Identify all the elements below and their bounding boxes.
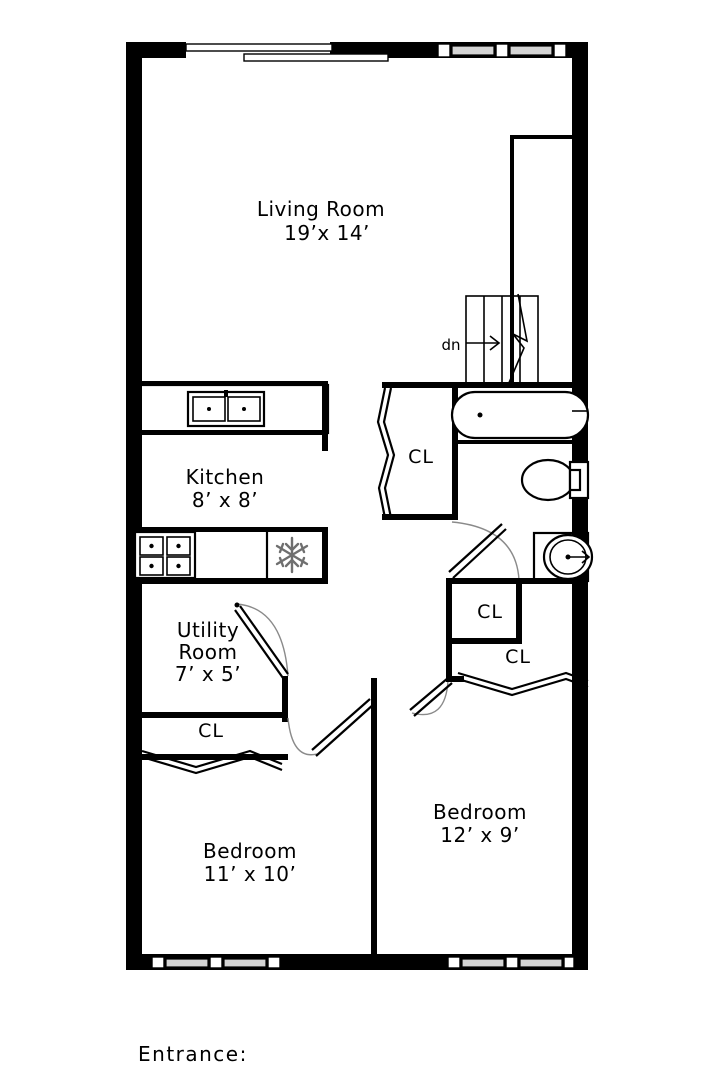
bedroom-divider-wall [371,678,377,958]
closet-bedroom-rear: CL [446,638,531,682]
closet-bedroom-front: CL [130,720,288,760]
door-bathroom[interactable] [448,521,520,581]
bathtub [450,390,590,444]
vanity-sink [532,531,594,583]
door-bedroom-rear[interactable] [409,677,453,717]
living-room-label: Living Room [257,197,385,221]
window-bottom-left [151,956,281,969]
refrigerator [275,536,309,574]
closet-label: CL [408,446,434,468]
utility-room-walls [130,676,288,722]
utility-room-label-line2: Room [179,640,238,664]
stairs-down[interactable]: dn [441,293,539,386]
kitchen-dimensions: 8’ x 8’ [192,488,258,512]
bedroom-front-dimensions: 11’ x 10’ [204,862,297,886]
utility-room-label: Utility [177,618,239,642]
closet-label: CL [505,646,531,668]
bedroom-rear-dimensions: 12’ x 9’ [440,823,519,847]
door-bedroom-front[interactable] [287,698,375,757]
window-bottom-right [447,956,575,969]
room-labels: Living Room 19’x 14’ Kitchen 8’ x 8’ Uti… [175,197,527,886]
snowflake-icon [275,536,309,574]
kitchen-sink [186,390,266,428]
bifold-closet-bedroom-rear[interactable] [457,671,589,697]
stairs-direction-label: dn [441,336,460,354]
closet-label: CL [477,601,503,623]
stair-enclosure-walls [510,135,588,385]
bedroom-front-label: Bedroom [203,839,297,863]
kitchen-upper-counter [128,381,330,451]
door-utility-room[interactable] [234,602,289,679]
kitchen-label: Kitchen [186,465,265,489]
closet-bath-lower: CL [446,578,522,644]
utility-room-dimensions: 7’ x 5’ [175,662,241,686]
entrance-caption: Entrance: [138,1042,248,1066]
bifold-closet-bedroom-front[interactable] [141,749,283,775]
sliding-door-top[interactable] [185,43,389,62]
living-room-dimensions: 19’x 14’ [284,221,370,245]
window-top-right [437,43,567,58]
toilet [520,458,590,502]
closet-hall-upper: CL [382,382,458,520]
kitchen-lower-counter [130,527,328,584]
kitchen-range [133,530,197,580]
bifold-closet-hall-upper[interactable] [376,387,396,519]
closet-label: CL [198,720,224,742]
bedroom-rear-label: Bedroom [433,800,527,824]
